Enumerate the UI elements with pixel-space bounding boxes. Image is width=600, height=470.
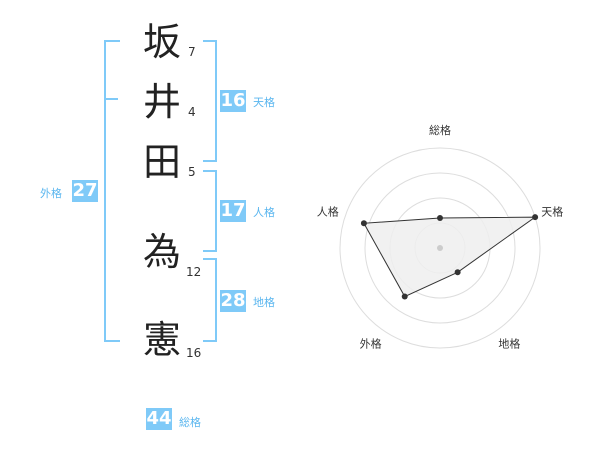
stroke-count-2: 4 [188,105,196,119]
radar-ring [364,172,516,324]
stroke-count-3: 5 [188,165,196,179]
radar-center-dot [437,245,443,251]
chikaku-label: 地格 [253,296,275,309]
radar-axis-label-5: 人格 [317,205,339,219]
chikaku-bracket [203,258,217,342]
name-char-3: 田 [142,140,181,184]
jinkaku-label: 人格 [253,206,275,219]
jinkaku-badge: 17 [220,200,246,222]
radar-point-5 [360,220,367,227]
gaikaku-label: 外格 [40,187,62,200]
gaikaku-bracket [104,40,120,342]
radar-ring [339,147,541,349]
soukaku-label: 総格 [179,416,201,429]
name-char-1: 坂 [142,20,181,64]
name-char-5: 憲 [142,318,181,362]
soukaku-badge: 44 [146,408,172,430]
gaikaku-badge: 27 [72,180,98,202]
chikaku-badge: 28 [220,290,246,312]
jinkaku-bracket [203,170,217,252]
name-char-2: 井 [142,80,181,124]
radar-point-2 [532,214,539,221]
name-char-4: 為 [142,230,181,274]
tenkaku-badge: 16 [220,90,246,112]
radar-polygon [363,216,537,298]
radar-axis-label-3: 地格 [498,336,520,350]
tenkaku-label: 天格 [253,96,275,109]
stroke-count-1: 7 [188,45,196,59]
tenkaku-bracket [203,40,217,162]
stroke-count-4: 12 [186,265,202,279]
radar-point-4 [401,293,408,300]
radar-point-1 [437,215,443,221]
radar-point-3 [454,269,461,276]
stroke-count-5: 16 [186,346,202,360]
radar-axis-label-2: 天格 [541,205,563,219]
radar-axis-label-1: 総格 [429,123,451,137]
gaikaku-bracket-tick [106,98,118,100]
radar-axis-label-4: 外格 [360,336,382,350]
